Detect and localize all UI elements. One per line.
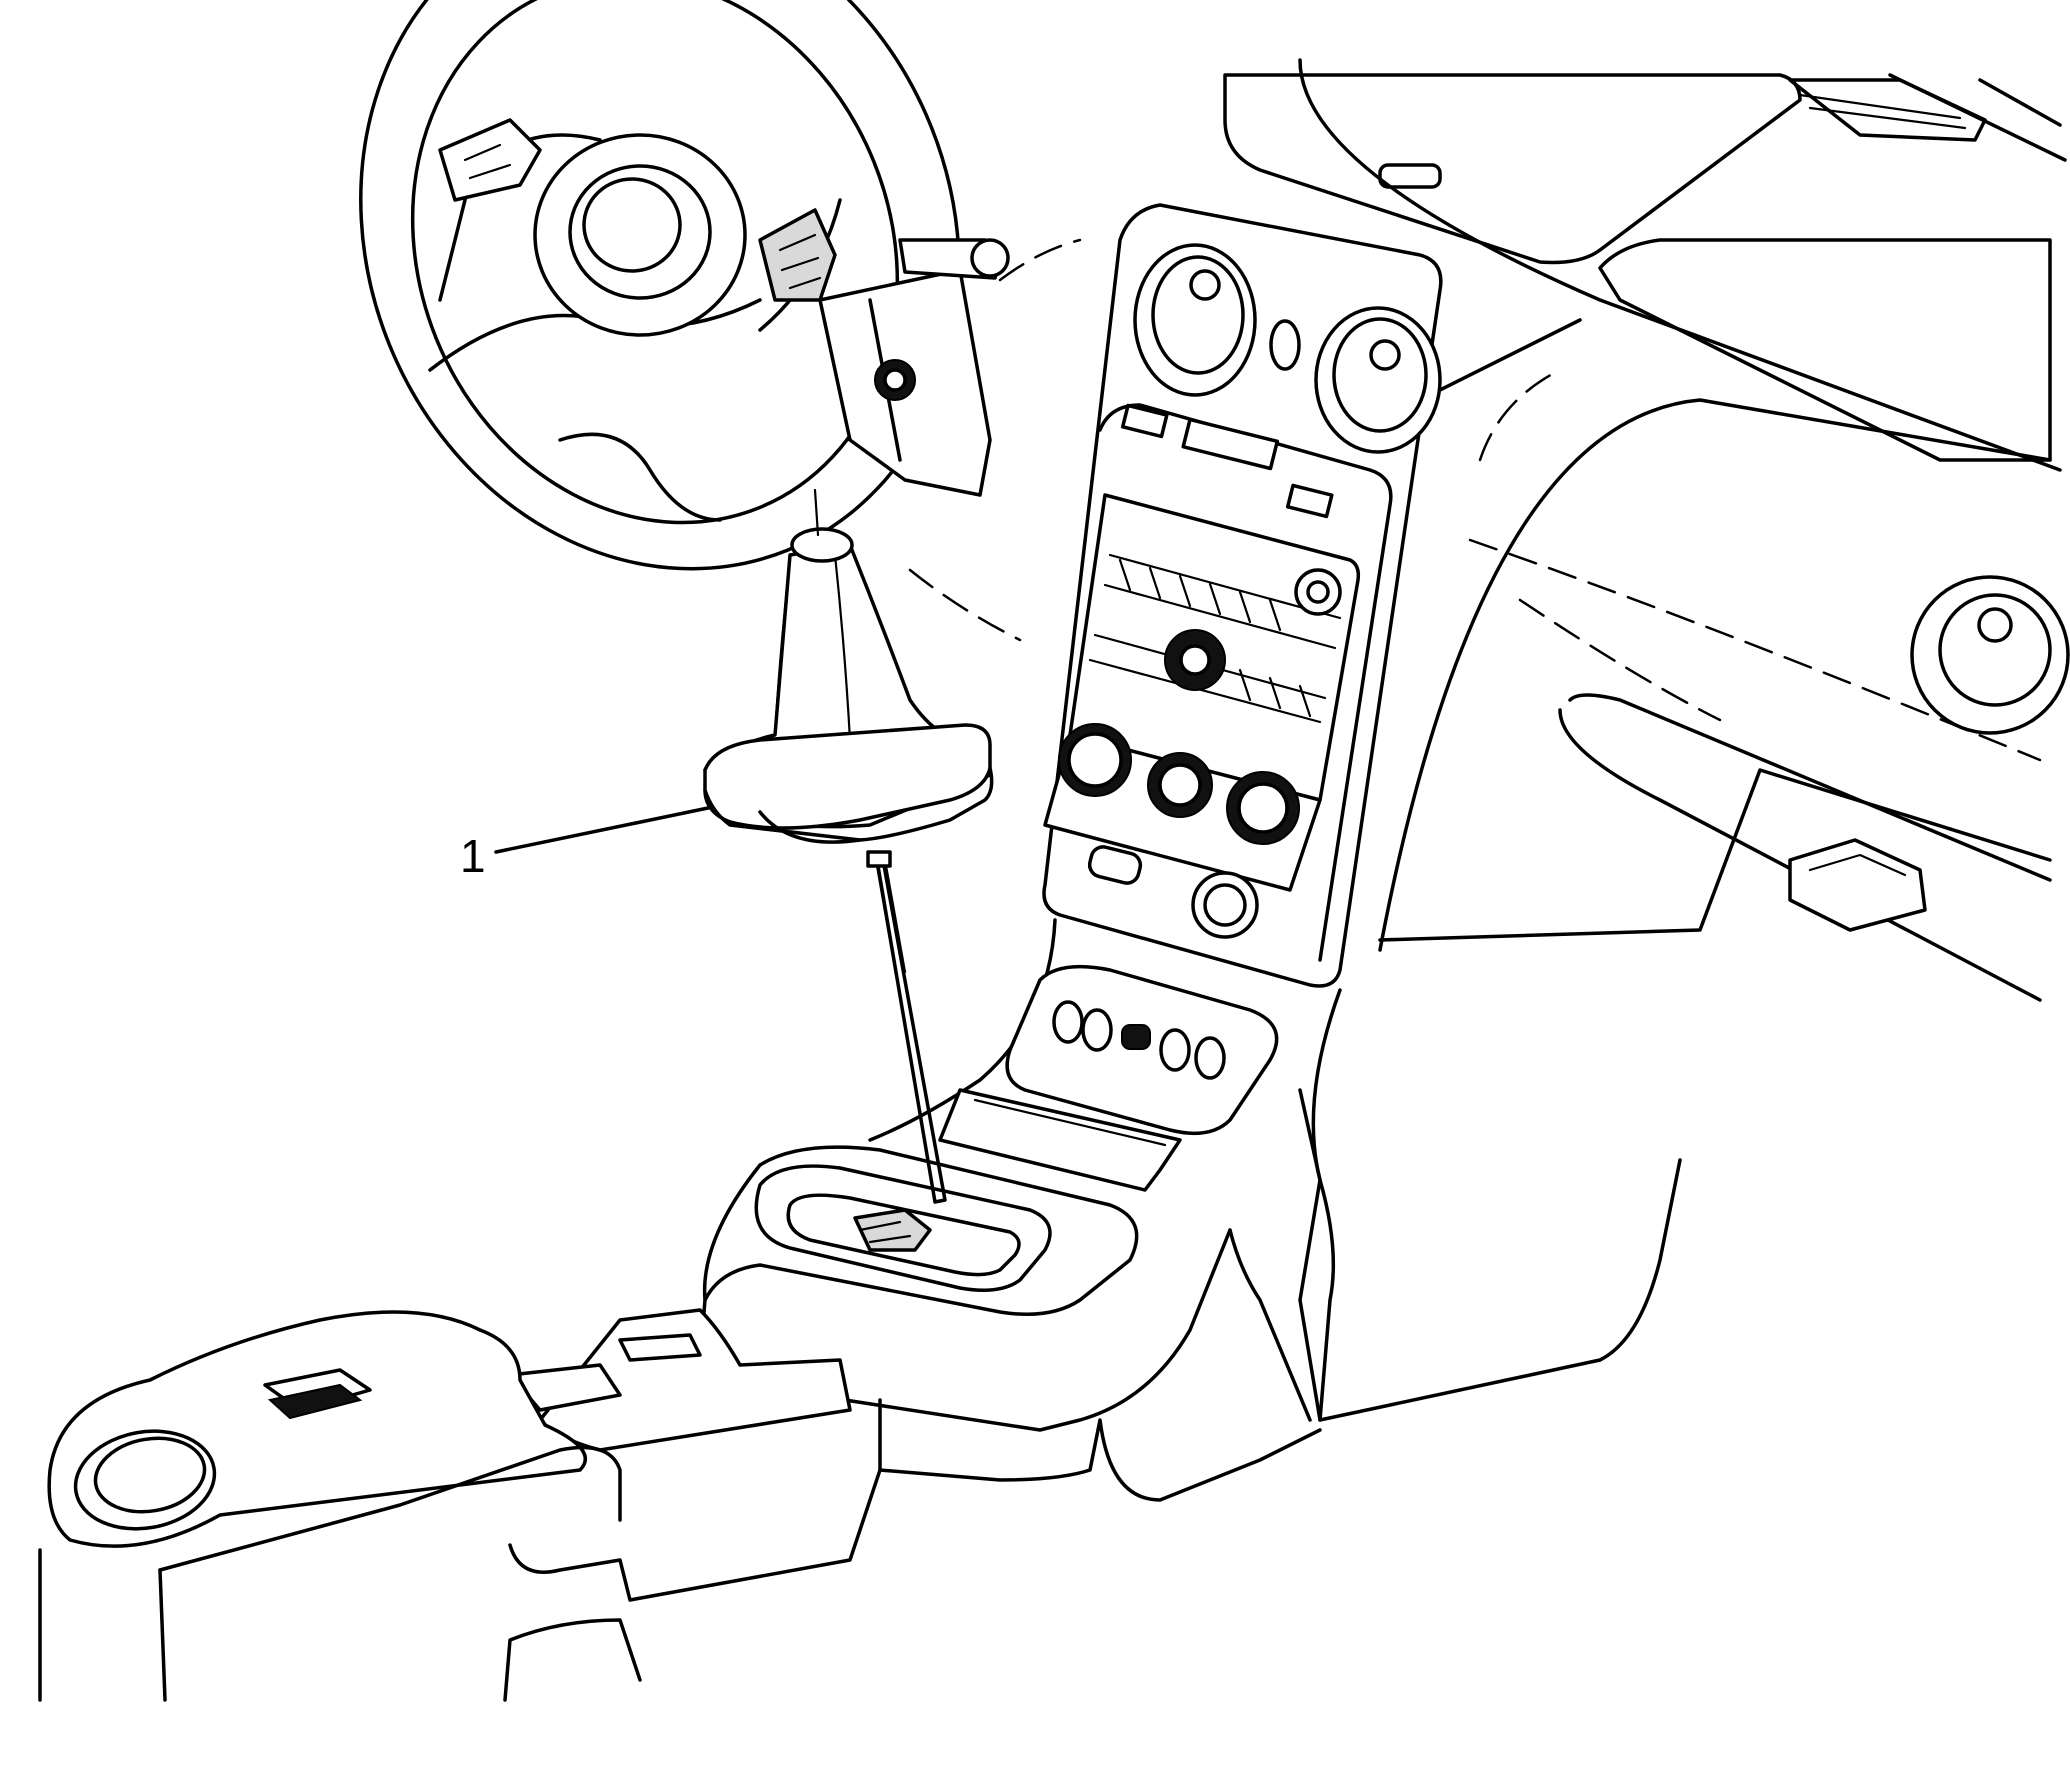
floor-console — [38, 1088, 1682, 1702]
center-stack — [1042, 203, 1443, 988]
shifter-mechanism — [853, 1208, 932, 1252]
callout-leader-line — [494, 806, 710, 854]
switch-center — [1121, 1024, 1151, 1050]
rear-defrost-button — [1087, 845, 1143, 885]
glovebox-handle — [1788, 838, 1927, 932]
shift-boot-bezel — [703, 723, 992, 830]
storage-tray — [938, 1088, 1182, 1192]
steering-wheel — [359, 0, 961, 571]
shift-lever-rod — [866, 850, 892, 868]
dashboard — [908, 58, 2070, 1002]
shift-boot-collar — [790, 527, 854, 563]
callout-1: 1 — [460, 806, 710, 882]
shift-boot — [703, 488, 994, 1204]
lower-console — [868, 918, 1342, 1422]
steering-column — [818, 238, 1010, 497]
steering-left-controls — [438, 118, 542, 202]
steering-right-controls — [758, 208, 837, 302]
hazard-button — [1269, 319, 1301, 371]
callout-number: 1 — [460, 830, 486, 882]
